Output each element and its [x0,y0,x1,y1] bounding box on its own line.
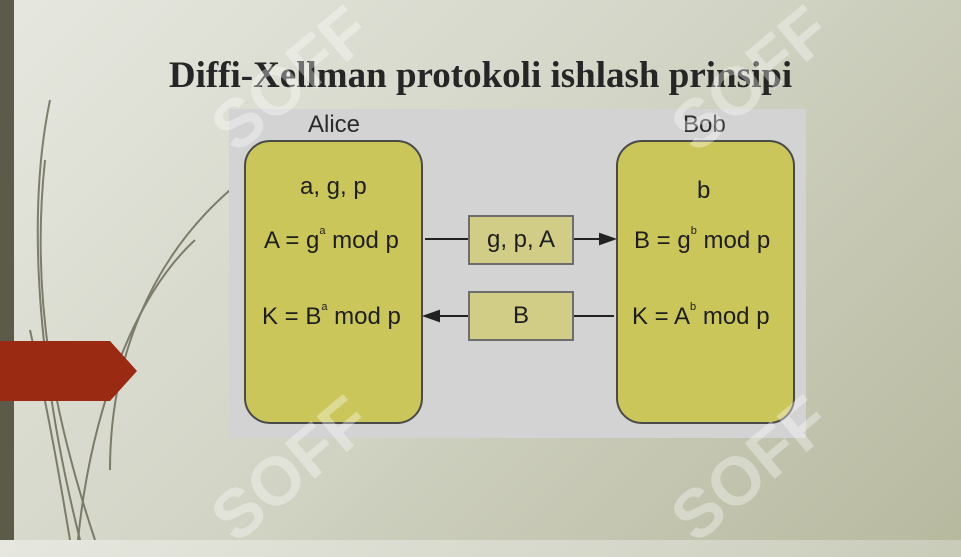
bob-box [616,140,795,424]
bob-params: b [697,177,711,204]
arrow-to-bob-head [599,232,617,246]
message-to-alice: B [468,291,574,341]
message-arrows [422,232,617,323]
alice-params: a, g, p [300,173,367,200]
arrow-to-alice-head [422,309,440,323]
alice-label: Alice [308,111,361,138]
diffie-hellman-diagram: Alice Bob a, g, p A = ga mod p K = Ba mo… [229,109,806,438]
red-arrow-accent [0,341,137,401]
slide-title: Diffi-Xellman protokoli ishlash prinsipi [168,55,793,96]
bob-shared-key: K = Ab mod p [632,301,770,330]
left-accent-bar [0,0,14,540]
alice-box [244,140,423,424]
bob-public-key: B = gb mod p [634,225,771,254]
alice-shared-key: K = Ba mod p [262,301,401,330]
alice-public-key: A = ga mod p [264,225,399,254]
message-to-bob: g, p, A [468,215,574,265]
bob-label: Bob [683,111,726,138]
